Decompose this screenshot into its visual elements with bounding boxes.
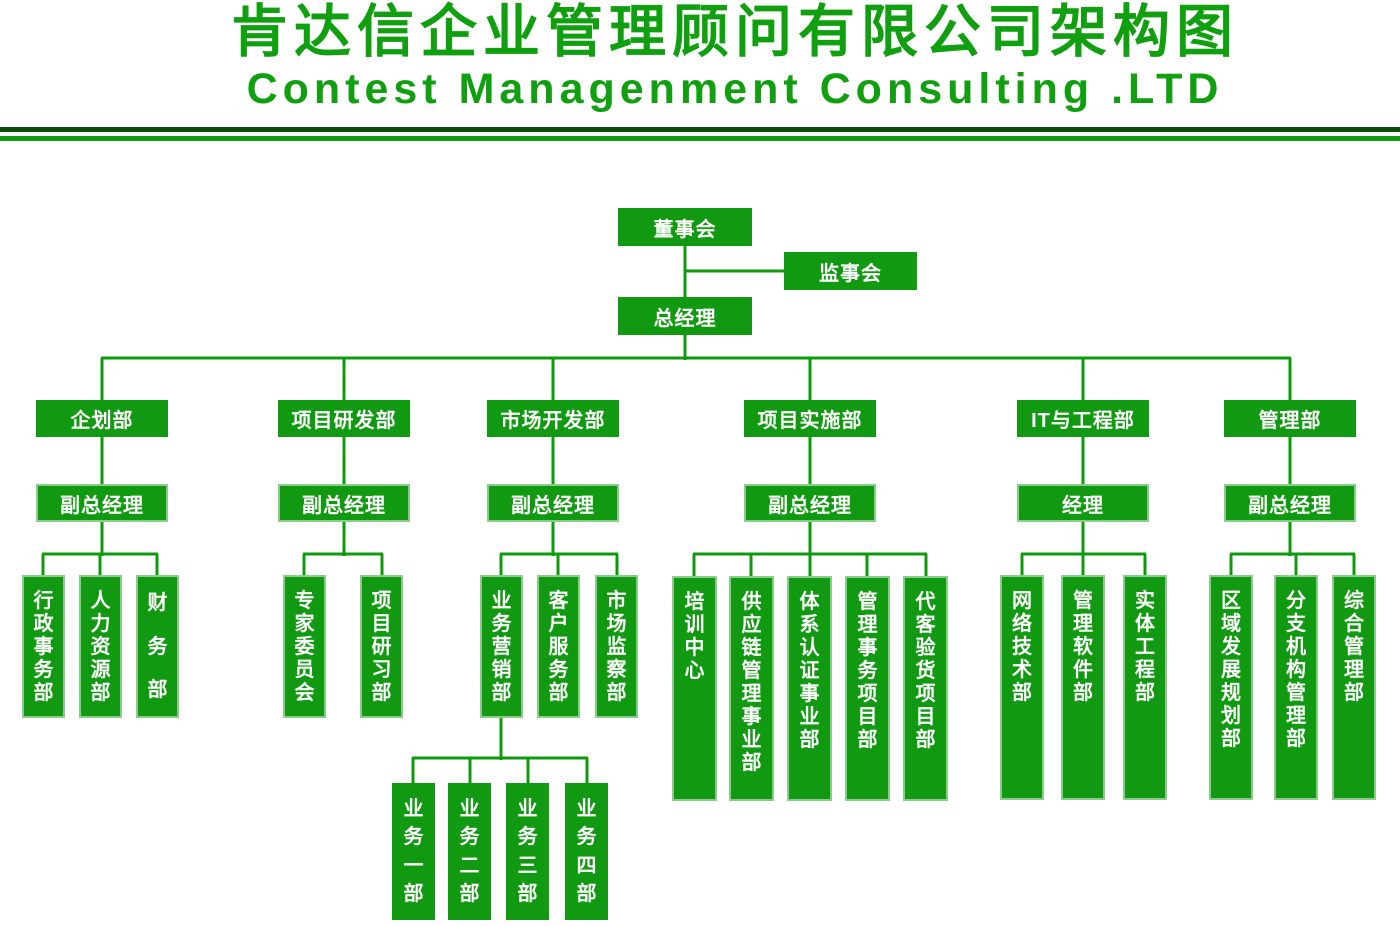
header: 肯达信企业管理顾问有限公司架构图 Contest Managenment Con… [35, 0, 1400, 114]
node-leaf-regional-planning: 区域发展规划部 [1209, 575, 1253, 800]
node-dept-market: 市场开发部 [487, 400, 619, 437]
node-leaf-system-certification: 体系认证事业部 [787, 576, 832, 801]
node-board: 董事会 [618, 208, 752, 246]
header-rule-dark [0, 127, 1400, 132]
node-leaf-inspection: 代客验货项目部 [903, 576, 948, 801]
node-leaf-market-supervision: 市场监察部 [595, 575, 638, 718]
node-dept-management: 管理部 [1224, 400, 1356, 437]
header-rule-bright [0, 136, 1400, 141]
node-leaf-business-unit-2: 业务二部 [448, 783, 491, 920]
node-leaf-management-software: 管理软件部 [1061, 575, 1105, 800]
node-manager-management: 副总经理 [1224, 484, 1356, 522]
page-title: 肯达信企业管理顾问有限公司架构图 [231, 0, 1239, 64]
node-leaf-branch-management: 分支机构管理部 [1274, 575, 1318, 800]
node-supervisory: 监事会 [784, 252, 917, 290]
node-leaf-physical-engineering: 实体工程部 [1123, 575, 1167, 800]
node-general-manager: 总经理 [618, 297, 752, 335]
node-leaf-business-marketing: 业务营销部 [480, 575, 523, 718]
node-leaf-network-tech: 网络技术部 [1000, 575, 1044, 800]
node-leaf-admin-affairs: 行政事务部 [22, 575, 65, 718]
page-subtitle: Contest Managenment Consulting .LTD [246, 65, 1224, 113]
node-manager-it: 经理 [1017, 484, 1149, 522]
node-leaf-training-center: 培训中心 [672, 576, 717, 801]
node-manager-implementation: 副总经理 [744, 484, 876, 522]
node-leaf-business-unit-1: 业务一部 [392, 783, 435, 920]
node-manager-market: 副总经理 [487, 484, 619, 522]
node-dept-rnd: 项目研发部 [278, 400, 410, 437]
node-leaf-management-affairs: 管理事务项目部 [845, 576, 890, 801]
node-manager-rnd: 副总经理 [278, 484, 410, 522]
node-leaf-comprehensive-management: 综合管理部 [1332, 575, 1376, 800]
node-leaf-customer-service: 客户服务部 [537, 575, 580, 718]
node-leaf-supply-chain: 供应链管理事业部 [729, 576, 774, 801]
node-dept-it: IT与工程部 [1017, 400, 1149, 437]
node-leaf-business-unit-4: 业务四部 [565, 783, 608, 920]
node-dept-implementation: 项目实施部 [744, 400, 876, 437]
node-manager-planning: 副总经理 [36, 484, 168, 522]
node-leaf-hr: 人力资源部 [79, 575, 122, 718]
node-leaf-finance: 财务部 [136, 575, 179, 718]
node-leaf-project-study: 项目研习部 [360, 575, 403, 718]
node-dept-planning: 企划部 [36, 400, 168, 437]
node-leaf-expert-committee: 专家委员会 [283, 575, 326, 718]
node-leaf-business-unit-3: 业务三部 [506, 783, 549, 920]
